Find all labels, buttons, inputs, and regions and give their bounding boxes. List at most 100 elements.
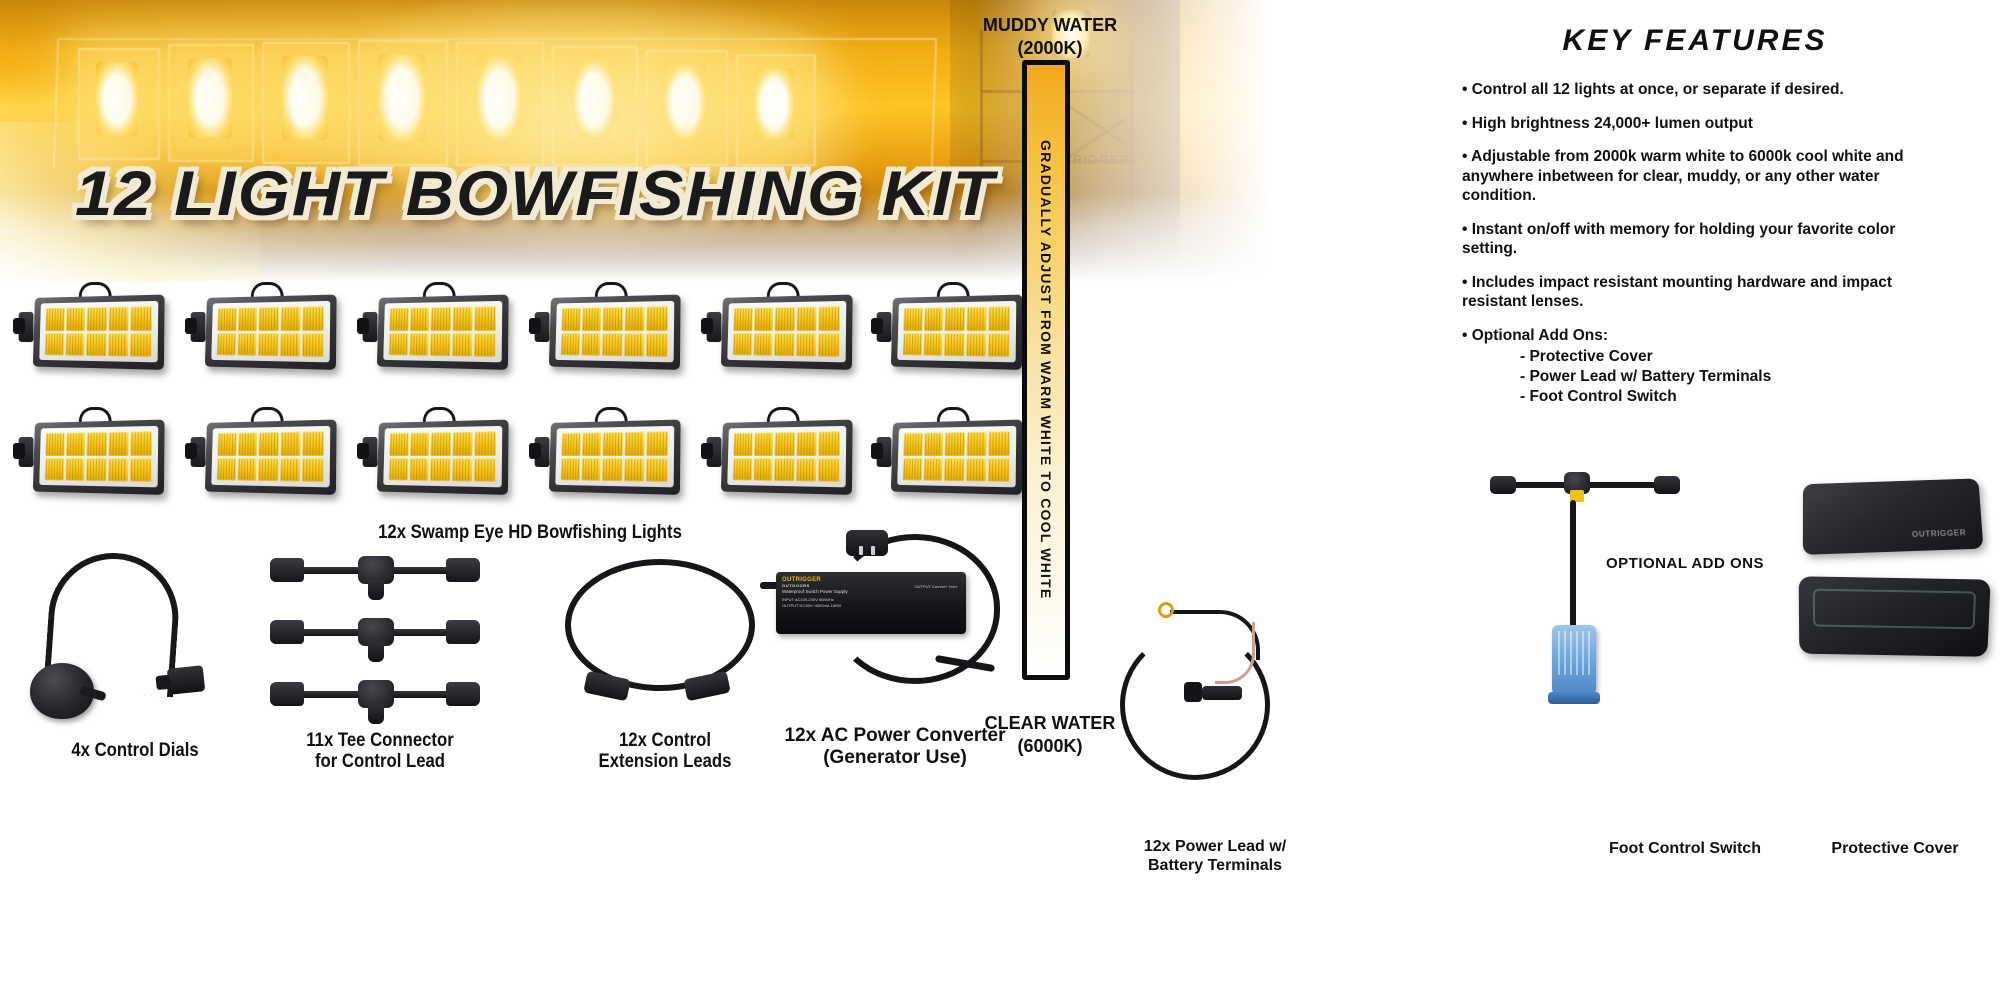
led-chip: [581, 307, 602, 331]
led-chip: [451, 457, 473, 482]
fixture-reflector-face: [555, 300, 675, 363]
led-chip: [130, 457, 152, 483]
led-chip: [217, 432, 237, 456]
led-chip: [452, 431, 474, 456]
fixture-reflector-face: [555, 425, 675, 488]
led-chip: [258, 306, 279, 331]
converter-caption-line1: 12x AC Power Converter: [784, 725, 1006, 746]
converter-title: Waterproof Switch Power Supply: [782, 588, 848, 594]
led-chip: [988, 431, 1011, 456]
led-chip: [216, 457, 236, 481]
power-lead-caption: 12x Power Lead w/ Battery Terminals: [1090, 838, 1340, 876]
led-chip: [451, 332, 473, 357]
led-chip: [818, 306, 841, 331]
fixture-mount-knob: [13, 318, 25, 334]
led-chip: [302, 332, 324, 358]
temperature-bar-label-wrap: GRADUALLY ADJUST FROM WARM WHITE TO COOL…: [1022, 60, 1070, 680]
led-chip: [646, 431, 669, 456]
led-chip: [923, 457, 943, 481]
led-chip: [624, 306, 646, 331]
led-chip: [602, 332, 623, 357]
led-chip: [86, 306, 107, 331]
control-dial-product: [20, 545, 240, 720]
led-chip: [108, 306, 130, 331]
foot-switch-cord: [1570, 500, 1576, 630]
led-chip: [988, 332, 1010, 358]
led-chip: [623, 332, 645, 357]
led-chip: [237, 332, 257, 356]
led-chip: [753, 307, 774, 331]
fixture-mount-knob: [701, 318, 713, 334]
fixture-housing: [720, 419, 853, 495]
color-temperature-scale: GRADUALLY ADJUST FROM WARM WHITE TO COOL…: [1022, 60, 1080, 680]
led-chip: [965, 457, 987, 482]
led-chip: [302, 431, 325, 456]
led-chip: [561, 432, 581, 456]
led-chip: [646, 306, 669, 331]
foot-switch-caption: Foot Control Switch: [1609, 840, 1761, 857]
led-chip: [903, 432, 923, 456]
led-chip: [302, 306, 325, 331]
cover-brand-text: OUTRIGGER: [1911, 528, 1967, 540]
led-chip: [774, 431, 795, 456]
led-chip: [86, 457, 107, 482]
addon-sub-item: - Power Lead w/ Battery Terminals: [1520, 368, 1772, 386]
fixture-housing: [376, 294, 509, 370]
key-feature-item: • Includes impact resistant mounting har…: [1462, 273, 1893, 311]
fixture-reflector-face: [727, 300, 847, 363]
led-chip: [65, 307, 86, 331]
led-chip: [86, 332, 107, 357]
key-feature-item: • Adjustable from 2000k warm white to 60…: [1462, 148, 1904, 205]
led-chip: [753, 457, 773, 481]
led-chip: [581, 457, 601, 481]
fixture-reflector-face: [383, 300, 503, 363]
led-chip: [237, 307, 258, 331]
addon-sub-item: - Protective Cover: [1520, 348, 1653, 366]
key-feature-item: • Optional Add Ons:: [1462, 326, 1609, 344]
power-lead-strain-relief: [1184, 682, 1202, 702]
led-chip: [217, 307, 237, 331]
power-lead-caption-line2: Battery Terminals: [1148, 856, 1282, 874]
fixture-mount-knob: [357, 443, 369, 459]
led-chip: [474, 306, 497, 331]
extension-cable-loop: [565, 559, 755, 691]
led-chip: [902, 457, 922, 481]
fixture-housing: [204, 419, 337, 495]
tee-end-right: [446, 558, 480, 582]
muddy-water-label: MUDDY WATER (2000K): [975, 14, 1125, 59]
boat-led-light: [378, 54, 426, 142]
tee-end-right: [446, 620, 480, 644]
led-chip: [902, 332, 922, 356]
led-chip: [923, 307, 944, 331]
clear-water-line1: CLEAR WATER: [984, 713, 1116, 733]
fixture-housing: [890, 419, 1023, 495]
led-chip: [623, 457, 645, 482]
muddy-water-line1: MUDDY WATER: [982, 15, 1118, 35]
boat-led-light: [754, 68, 794, 140]
led-chip: [45, 432, 65, 456]
hero-fade-left: [0, 122, 260, 282]
light-fixtures-grid: [13, 281, 1028, 522]
led-chip: [733, 432, 753, 456]
led-light-fixture: [701, 281, 854, 374]
led-chip: [944, 306, 965, 331]
fixture-mount-knob: [529, 443, 541, 459]
key-feature-item: • Instant on/off with memory for holding…: [1462, 220, 1896, 258]
fixture-housing: [204, 294, 337, 370]
led-chip: [65, 432, 86, 456]
led-chip: [733, 307, 753, 331]
extension-caption: 12x Control Extension Leads: [555, 730, 775, 773]
key-feature-item: • High brightness 24,000+ lumen output: [1462, 114, 1753, 132]
led-light-fixture: [871, 406, 1024, 499]
tee-end-left: [270, 558, 304, 582]
led-chip: [237, 432, 258, 456]
led-chip: [44, 332, 64, 356]
led-chip: [474, 431, 497, 456]
led-chip: [474, 332, 496, 358]
led-chip: [430, 332, 451, 357]
led-chip: [966, 306, 988, 331]
led-chip: [624, 431, 646, 456]
tee-stem: [368, 580, 384, 600]
converter-cable-loop: [830, 534, 1000, 684]
